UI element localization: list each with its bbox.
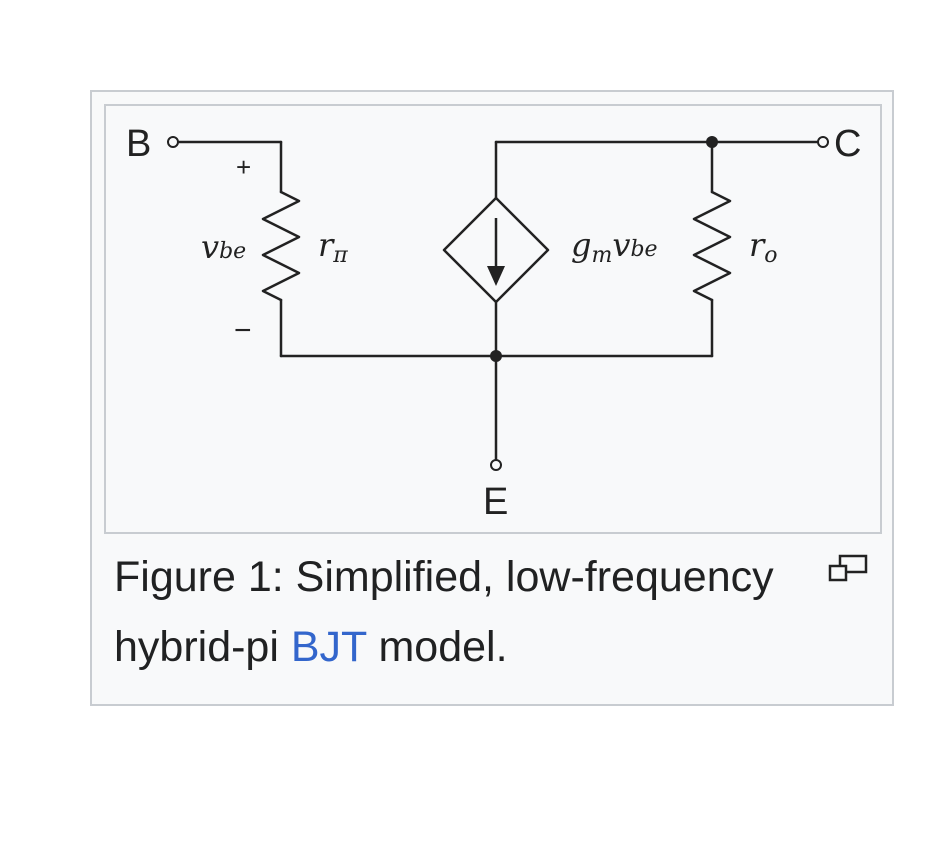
figure-thumbnail: B C E + − vbe rπ gmvbe ro Figure 1: Simp…: [90, 90, 894, 706]
collector-label: C: [834, 123, 861, 165]
caption-text-suffix: model.: [366, 623, 508, 671]
circuit-image[interactable]: B C E + − vbe rπ gmvbe ro: [104, 104, 882, 534]
minus-sign: −: [234, 314, 252, 347]
emitter-junction: [490, 350, 502, 362]
ro-label: ro: [749, 226, 778, 268]
collector-junction: [706, 136, 718, 148]
ro-resistor: [692, 190, 732, 302]
vbe-label: vbe: [201, 228, 246, 266]
source-arrow-head: [487, 266, 505, 286]
base-label: B: [126, 123, 151, 165]
hybrid-pi-circuit-diagram: B C E + − vbe rπ gmvbe ro: [126, 123, 861, 523]
figure-caption: Figure 1: Simplified, low-frequency hybr…: [114, 542, 814, 682]
rpi-label: rπ: [318, 226, 348, 268]
bjt-link[interactable]: BJT: [290, 623, 367, 671]
emitter-terminal: [490, 459, 502, 471]
collector-terminal: [817, 136, 829, 148]
rpi-resistor: [261, 190, 301, 302]
caption-text-prefix: Figure 1: Simplified, low-frequency hybr…: [114, 553, 774, 671]
magnify-icon[interactable]: [828, 552, 868, 584]
gm-vbe-label: gmvbe: [571, 226, 658, 268]
plus-sign: +: [236, 152, 251, 182]
emitter-label: E: [483, 481, 508, 523]
base-terminal: [167, 136, 179, 148]
